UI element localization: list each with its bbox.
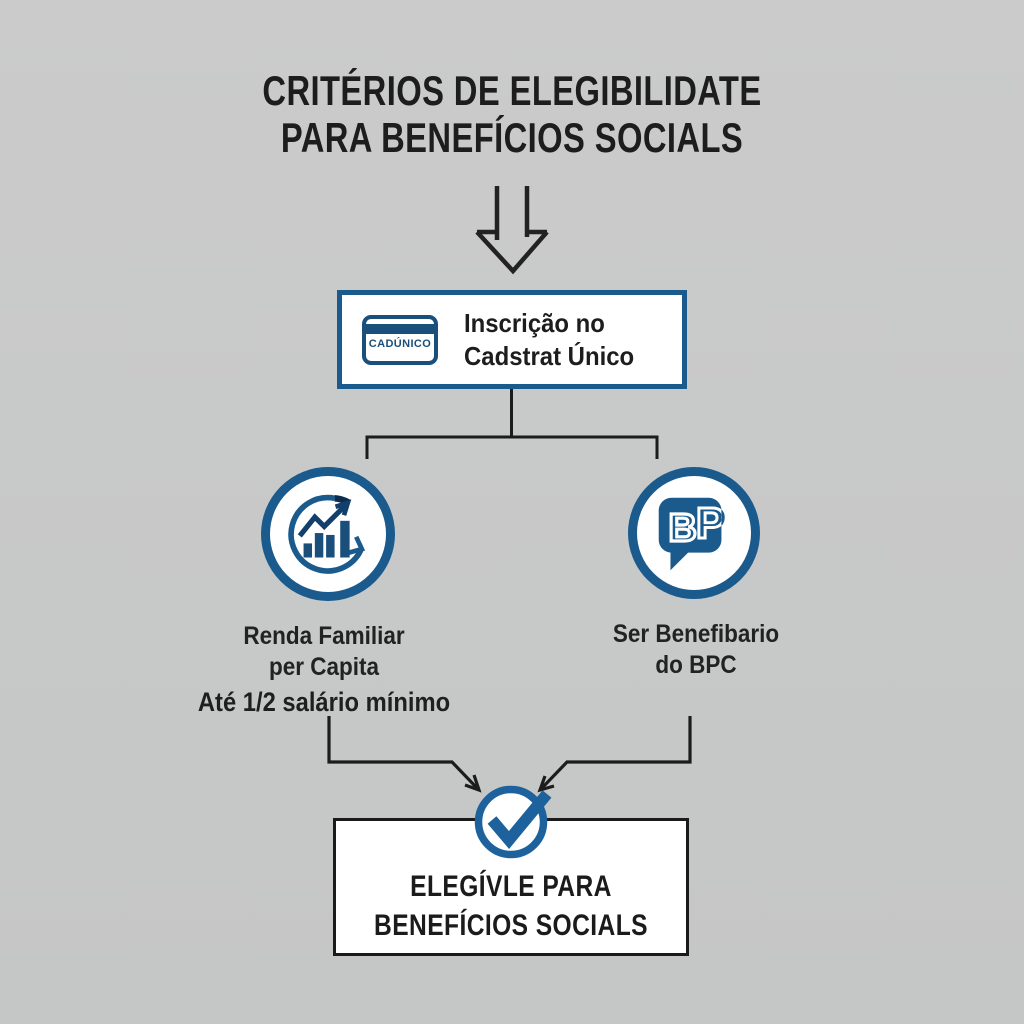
- bpc-label-line-2: do BPC: [655, 651, 737, 679]
- bubble-letter-p-outside: P: [696, 500, 725, 548]
- title-line-1: CRITÉRIOS DE ELEGIBILIDATE: [262, 67, 762, 114]
- down-arrow-icon: [475, 186, 549, 275]
- bubble-letter-p-inside: P: [696, 500, 725, 548]
- income-label: Renda Familiar per Capita: [189, 621, 459, 683]
- cadunico-label-line-2: Cadstrat Único: [464, 340, 635, 371]
- bpc-label-line-1: Ser Benefibario: [612, 620, 780, 648]
- income-label-line-2: per Capita: [268, 653, 380, 681]
- result-box: ELEGÍVLE PARA BENEFÍCIOS SOCIALS: [333, 818, 689, 956]
- cadunico-box-label: Inscrição no Cadstrat Único: [464, 307, 634, 373]
- bpc-speech-bubble-icon: P P B: [658, 497, 726, 571]
- page-title: CRITÉRIOS DE ELEGIBILIDATE PARA BENEFÍCI…: [113, 67, 912, 161]
- bpc-criterion-circle: P P B: [628, 467, 760, 599]
- bpc-label: Ser Benefibario do BPC: [561, 619, 831, 681]
- speech-bubble: [658, 497, 722, 553]
- cadunico-box: CADÚNICO Inscrição no Cadstrat Único: [337, 290, 687, 389]
- card-label: CADÚNICO: [368, 337, 432, 350]
- income-criterion-circle: [261, 467, 395, 601]
- result-box-label: ELEGÍVLE PARA BENEFÍCIOS SOCIALS: [368, 867, 655, 945]
- card-stripe: [366, 323, 434, 334]
- result-line-2: BENEFÍCIOS SOCIALS: [374, 909, 648, 942]
- right-converge-arrow: [537, 716, 692, 793]
- income-label-line-1: Renda Familiar: [243, 622, 405, 650]
- income-sublabel: Até 1/2 salário mínimo: [197, 687, 451, 717]
- left-converge-arrow: [327, 716, 482, 793]
- bubble-letter-b: B: [669, 507, 697, 550]
- title-line-2: PARA BENEFÍCIOS SOCIALS: [280, 114, 744, 161]
- cadunico-card-icon: CADÚNICO: [362, 314, 438, 365]
- branch-connector-line: [365, 389, 659, 459]
- result-line-1: ELEGÍVLE PARA: [410, 870, 612, 903]
- income-chart-icon: [288, 494, 366, 574]
- cadunico-label-line-1: Inscrição no: [464, 307, 605, 338]
